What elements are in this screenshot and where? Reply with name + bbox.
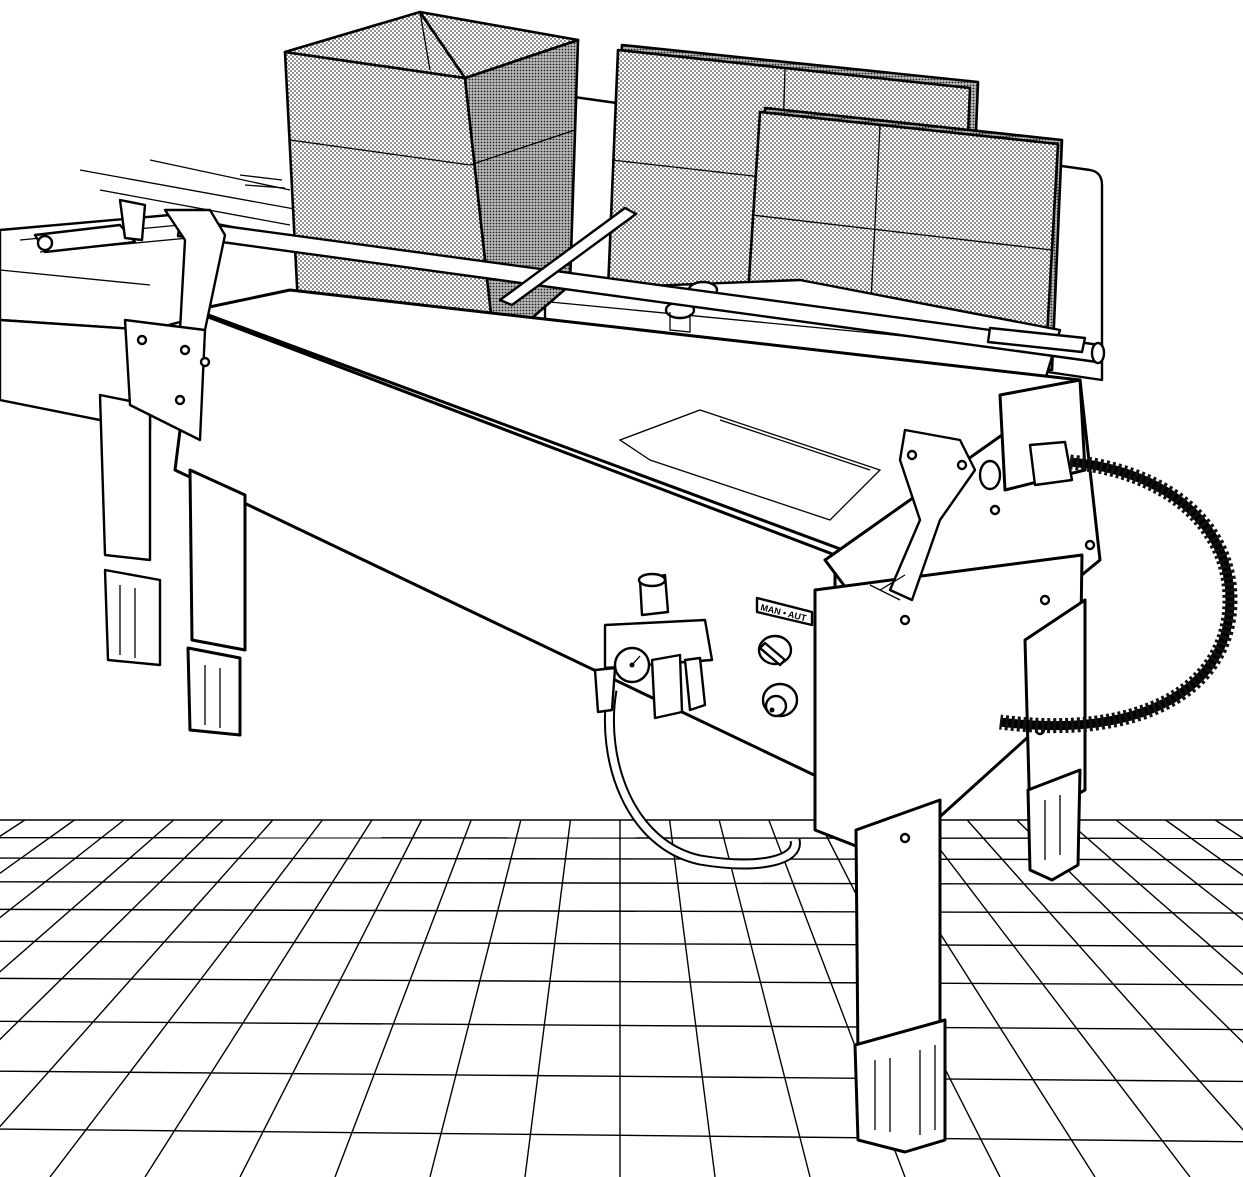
floor-grid-line: [0, 881, 1243, 886]
floor-grid-line: [0, 1020, 1243, 1031]
floor-grid-line: [1065, 819, 1243, 976]
floor-grid-line: [0, 908, 1243, 914]
pressure-gauge-icon: [613, 646, 651, 684]
top-rail-rod: [176, 206, 1106, 365]
floor-grid-line: [0, 1070, 1243, 1083]
selector-switch-icon: [757, 634, 793, 667]
air-regulator: [593, 572, 801, 870]
floor-grid-line: [49, 819, 323, 1177]
control-panel: MAN • AUT: [755, 596, 814, 718]
machine-body: [173, 288, 1102, 1154]
floor-grid-line: [239, 819, 423, 1177]
floor-grid-line: [668, 819, 716, 1177]
floor-grid-line: [0, 819, 224, 1041]
drive-belt: [999, 440, 1238, 734]
floor-grid-line: [0, 1128, 1243, 1143]
floor-grid-line: [0, 940, 1243, 947]
floor-grid-line: [718, 819, 811, 1177]
floor-grid-line: [1165, 819, 1243, 877]
floor-grid-line: [0, 977, 1243, 986]
floor-grid-line: [0, 819, 274, 1128]
floor-grid-line: [1016, 819, 1243, 1044]
floor-grid-line: [1214, 819, 1243, 840]
floor-grid-line: [0, 819, 125, 919]
floor-grid-line: [524, 819, 572, 1177]
floor-grid-line: [0, 819, 26, 838]
floor-grid-line: [429, 819, 522, 1177]
floor-grid-line: [0, 819, 175, 973]
floor-grid-line: [334, 819, 472, 1177]
floor-grid-line: [966, 819, 1243, 1131]
push-button-icon: [761, 682, 799, 718]
floor-grid-line: [917, 819, 1191, 1177]
floor-grid-line: [144, 819, 373, 1177]
right-clamp-lever: [869, 428, 1002, 602]
left-clamp-lever: [33, 198, 227, 442]
floor-grid-line: [0, 819, 75, 875]
floor-grid-line: [1115, 819, 1243, 921]
